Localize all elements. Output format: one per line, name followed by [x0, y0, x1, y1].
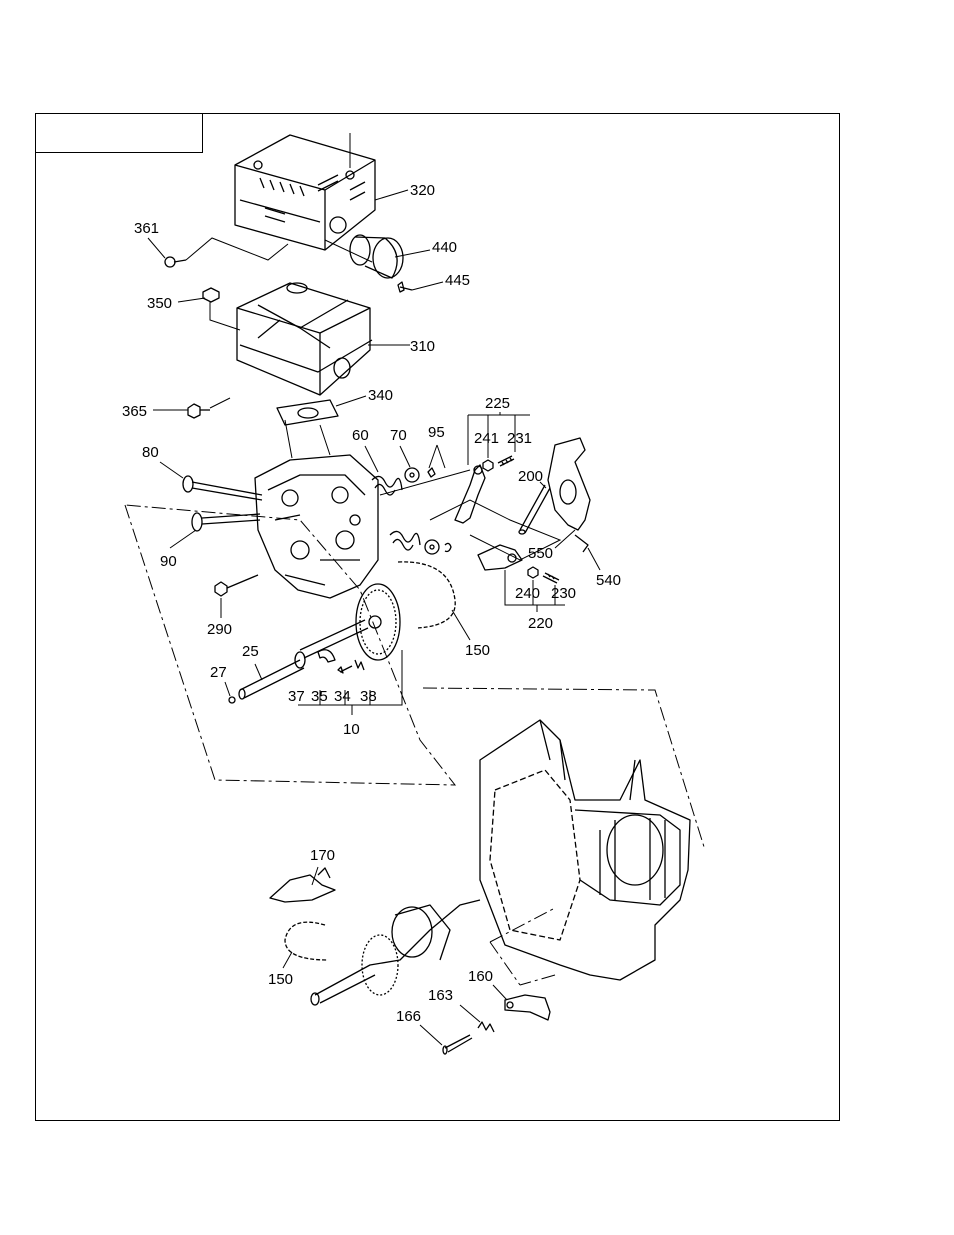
crankcase	[480, 720, 690, 980]
bolt-350	[203, 288, 219, 302]
cam-chain-150-upper	[398, 562, 455, 628]
label-240: 240	[515, 585, 540, 602]
weight-35	[318, 650, 335, 662]
nut-241	[483, 460, 493, 471]
label-150-lower: 150	[268, 971, 293, 988]
label-95: 95	[428, 424, 445, 441]
rocker-arm-225	[455, 465, 485, 523]
pin-166	[443, 1035, 472, 1054]
spring-163	[478, 1022, 494, 1032]
label-445: 445	[445, 272, 470, 289]
bolt-361	[165, 257, 186, 267]
adjuster-231	[498, 456, 514, 466]
label-160: 160	[468, 968, 493, 985]
label-241: 241	[474, 430, 499, 447]
label-150-upper: 150	[465, 642, 490, 659]
label-25: 25	[242, 643, 259, 660]
label-80: 80	[142, 444, 159, 461]
retainer-lower	[425, 540, 439, 554]
valve-spring-lower	[390, 531, 420, 550]
label-200: 200	[518, 468, 543, 485]
nut-240	[528, 567, 538, 578]
label-34: 34	[334, 688, 351, 705]
intake-valve-90	[192, 513, 260, 531]
label-37: 37	[288, 688, 305, 705]
label-35: 35	[311, 688, 328, 705]
label-231: 231	[507, 430, 532, 447]
governor-weight-160	[505, 995, 550, 1020]
label-310: 310	[410, 338, 435, 355]
label-320: 320	[410, 182, 435, 199]
label-27: 27	[210, 664, 227, 681]
label-225: 225	[485, 395, 510, 412]
spring-38	[355, 660, 364, 670]
screw-445	[398, 282, 412, 292]
label-166: 166	[396, 1008, 421, 1025]
label-220: 220	[528, 615, 553, 632]
retainer-70	[405, 468, 419, 482]
label-38: 38	[360, 688, 377, 705]
governor-outline	[490, 908, 555, 985]
cam-sprocket	[300, 584, 400, 660]
bolt-365	[188, 404, 210, 418]
label-10: 10	[343, 721, 360, 738]
label-550: 550	[528, 545, 553, 562]
shroud-cover-320	[235, 135, 375, 250]
gasket-340	[277, 400, 338, 425]
label-70: 70	[390, 427, 407, 444]
label-170: 170	[310, 847, 335, 864]
label-365: 365	[122, 403, 147, 420]
label-361: 361	[134, 220, 159, 237]
cam-chain-150-lower	[285, 922, 328, 960]
pin-34	[338, 666, 352, 673]
adjuster-230	[543, 573, 559, 583]
exhaust-valve-80	[183, 476, 262, 500]
label-290: 290	[207, 621, 232, 638]
label-90: 90	[160, 553, 177, 570]
label-440: 440	[432, 239, 457, 256]
label-230: 230	[551, 585, 576, 602]
clip-27	[229, 697, 235, 703]
valve-cover-310	[237, 283, 372, 395]
label-60: 60	[352, 427, 369, 444]
label-163: 163	[428, 987, 453, 1004]
cylinder-head	[255, 455, 378, 598]
label-350: 350	[147, 295, 172, 312]
cylinder-head-assembly-outline	[125, 505, 455, 785]
chain-guide-170	[270, 868, 335, 902]
label-540: 540	[596, 572, 621, 589]
crankshaft	[311, 900, 480, 1005]
label-340: 340	[368, 387, 393, 404]
rocker-pin-200	[519, 485, 550, 534]
bolt-290	[215, 575, 258, 596]
